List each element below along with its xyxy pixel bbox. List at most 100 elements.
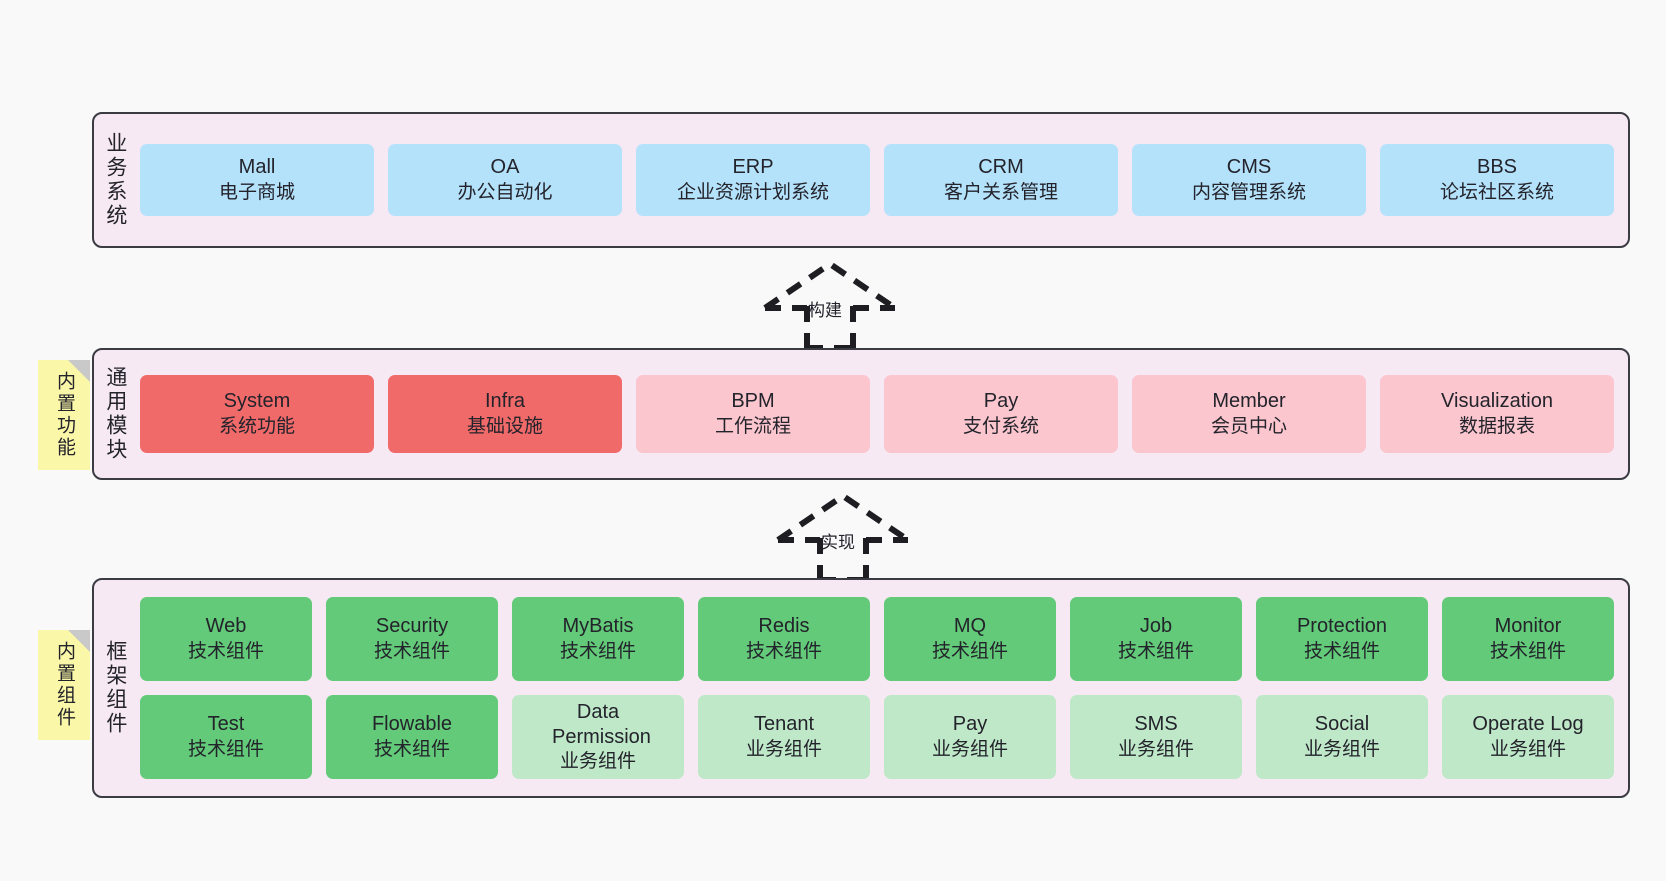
card-subtitle: 业务组件	[1489, 738, 1566, 760]
card-title: SMS	[1134, 713, 1178, 736]
card-title: Member	[1212, 390, 1286, 413]
card-subtitle: 会员中心	[1210, 415, 1287, 437]
card-title: Flowable	[371, 713, 453, 736]
card-title: CMS	[1226, 156, 1272, 179]
card-title: CRM	[978, 156, 1024, 179]
layer-title-text: 业务系统	[103, 132, 127, 228]
note-fold-icon	[68, 360, 90, 382]
card-mybatis[interactable]: MyBatis 技术组件	[512, 597, 684, 681]
card-oa[interactable]: OA 办公自动化	[388, 144, 622, 216]
card-title: Visualization	[1441, 390, 1553, 413]
layer-title-common-modules: 通用模块	[94, 350, 136, 478]
card-system[interactable]: System 系统功能	[140, 375, 374, 453]
card-subtitle: 内容管理系统	[1191, 181, 1306, 203]
card-subtitle: 业务组件	[745, 738, 822, 760]
card-subtitle: 工作流程	[714, 415, 791, 437]
card-flowable[interactable]: Flowable 技术组件	[326, 695, 498, 779]
layer-body-framework-components: Web 技术组件 Security 技术组件 MyBatis 技术组件 Redi…	[136, 580, 1628, 796]
card-social[interactable]: Social 业务组件	[1256, 695, 1428, 779]
card-subtitle: 数据报表	[1458, 415, 1535, 437]
note-builtin-components: 内置组件	[38, 630, 90, 740]
card-test[interactable]: Test 技术组件	[140, 695, 312, 779]
card-title: Tenant	[753, 713, 815, 736]
card-title: BPM	[731, 390, 775, 413]
card-subtitle: 客户关系管理	[943, 181, 1058, 203]
card-operate-log[interactable]: Operate Log 业务组件	[1442, 695, 1614, 779]
card-subtitle: 电子商城	[218, 181, 295, 203]
layer-business-systems: 业务系统 Mall 电子商城 OA 办公自动化 ERP 企业资源计划系统	[92, 112, 1630, 248]
card-title: OA	[490, 156, 520, 179]
card-row: Mall 电子商城 OA 办公自动化 ERP 企业资源计划系统 CRM 客户关系…	[140, 144, 1614, 216]
card-security[interactable]: Security 技术组件	[326, 597, 498, 681]
card-subtitle: 技术组件	[187, 640, 264, 662]
layer-framework-components: 框架组件 Web 技术组件 Security 技术组件 MyBatis 技术	[92, 578, 1630, 798]
card-subtitle: 业务组件	[1117, 738, 1194, 760]
card-subtitle: 技术组件	[1489, 640, 1566, 662]
note-text: 内置组件	[53, 641, 75, 729]
card-title: Pay	[983, 390, 1019, 413]
card-title: Web	[205, 615, 247, 638]
card-member[interactable]: Member 会员中心	[1132, 375, 1366, 453]
card-subtitle: 技术组件	[373, 738, 450, 760]
card-subtitle: 技术组件	[745, 640, 822, 662]
connector-build: 构建	[755, 258, 905, 351]
card-subtitle: 系统功能	[218, 415, 295, 437]
card-bbs[interactable]: BBS 论坛社区系统	[1380, 144, 1614, 216]
card-title: Data Permission	[552, 700, 651, 749]
layer-title-framework-components: 框架组件	[94, 580, 136, 796]
card-mq[interactable]: MQ 技术组件	[884, 597, 1056, 681]
note-builtin-features: 内置功能	[38, 360, 90, 470]
layer-body-business-systems: Mall 电子商城 OA 办公自动化 ERP 企业资源计划系统 CRM 客户关系…	[136, 114, 1628, 246]
layer-title-text: 通用模块	[103, 366, 127, 462]
card-title: MyBatis	[562, 615, 634, 638]
card-subtitle: 业务组件	[931, 738, 1008, 760]
card-job[interactable]: Job 技术组件	[1070, 597, 1242, 681]
card-title: System	[223, 390, 291, 413]
card-monitor[interactable]: Monitor 技术组件	[1442, 597, 1614, 681]
note-fold-icon	[68, 630, 90, 652]
layer-title-text: 框架组件	[103, 640, 127, 736]
card-bpm[interactable]: BPM 工作流程	[636, 375, 870, 453]
card-erp[interactable]: ERP 企业资源计划系统	[636, 144, 870, 216]
card-visualization[interactable]: Visualization 数据报表	[1380, 375, 1614, 453]
card-row: Test 技术组件 Flowable 技术组件 Data Permission …	[140, 695, 1614, 779]
connector-label-implement: 实现	[821, 533, 855, 552]
card-title: Operate Log	[1472, 713, 1584, 736]
card-crm[interactable]: CRM 客户关系管理	[884, 144, 1118, 216]
card-pay-business[interactable]: Pay 业务组件	[884, 695, 1056, 779]
card-title: Mall	[238, 156, 276, 179]
card-data-permission[interactable]: Data Permission 业务组件	[512, 695, 684, 779]
card-mall[interactable]: Mall 电子商城	[140, 144, 374, 216]
note-text: 内置功能	[53, 371, 75, 459]
card-subtitle: 基础设施	[466, 415, 543, 437]
card-cms[interactable]: CMS 内容管理系统	[1132, 144, 1366, 216]
card-title: Security	[375, 615, 449, 638]
card-title: MQ	[953, 615, 987, 638]
layer-body-common-modules: System 系统功能 Infra 基础设施 BPM 工作流程 Pay 支付系统	[136, 350, 1628, 478]
card-subtitle: 技术组件	[1303, 640, 1380, 662]
card-protection[interactable]: Protection 技术组件	[1256, 597, 1428, 681]
card-title: Pay	[952, 713, 988, 736]
card-subtitle: 技术组件	[187, 738, 264, 760]
card-title: Social	[1314, 713, 1370, 736]
layer-title-business-systems: 业务系统	[94, 114, 136, 246]
card-subtitle: 办公自动化	[457, 181, 553, 203]
card-infra[interactable]: Infra 基础设施	[388, 375, 622, 453]
card-subtitle: 技术组件	[559, 640, 636, 662]
card-subtitle: 支付系统	[962, 415, 1039, 437]
card-title: Redis	[758, 615, 810, 638]
card-title: Monitor	[1494, 615, 1562, 638]
card-sms[interactable]: SMS 业务组件	[1070, 695, 1242, 779]
card-subtitle: 技术组件	[1117, 640, 1194, 662]
card-title: BBS	[1476, 156, 1518, 179]
card-tenant[interactable]: Tenant 业务组件	[698, 695, 870, 779]
card-title: Infra	[484, 390, 526, 413]
layer-common-modules: 通用模块 System 系统功能 Infra 基础设施 BPM 工作流程	[92, 348, 1630, 480]
card-title: Protection	[1296, 615, 1388, 638]
card-subtitle: 技术组件	[373, 640, 450, 662]
card-web[interactable]: Web 技术组件	[140, 597, 312, 681]
card-redis[interactable]: Redis 技术组件	[698, 597, 870, 681]
connector-implement: 实现	[768, 490, 918, 583]
card-pay[interactable]: Pay 支付系统	[884, 375, 1118, 453]
